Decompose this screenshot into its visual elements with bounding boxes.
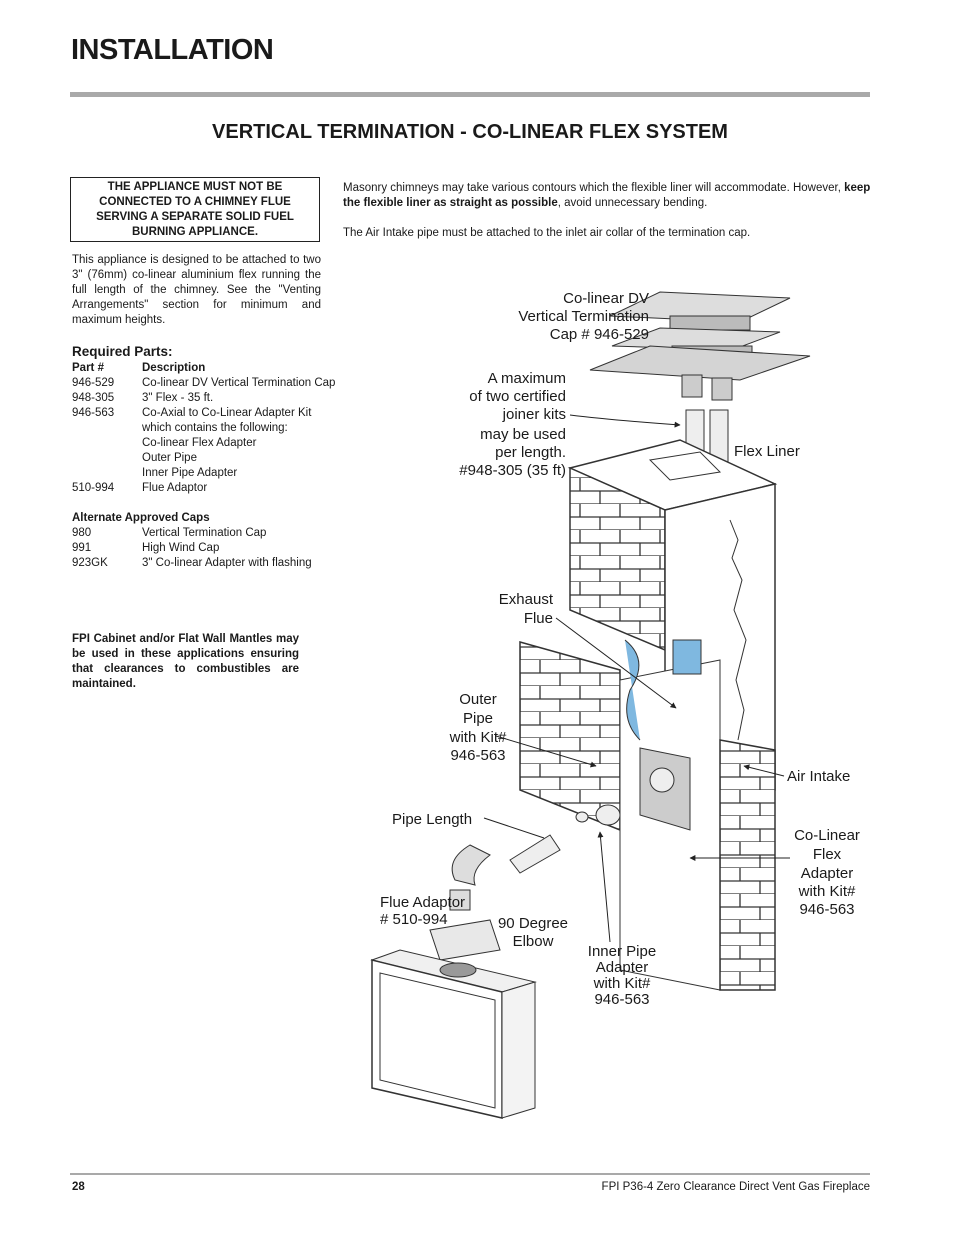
col-desc-header: Description (142, 362, 206, 374)
section-title: VERTICAL TERMINATION - CO-LINEAR FLEX SY… (212, 121, 728, 143)
label-adapter-line5: 946-563 (799, 901, 854, 918)
part-desc: Co-Axial to Co-Linear Adapter Kit (142, 407, 312, 419)
label-elbow-line1: 90 Degree (498, 915, 568, 932)
footer-title: FPI P36-4 Zero Clearance Direct Vent Gas… (601, 1181, 870, 1193)
label-flue-line1: Flue Adaptor (380, 894, 465, 911)
list-item: 946-563 Co-Axial to Co-Linear Adapter Kit (72, 406, 335, 421)
label-adapter-line2: Flex (813, 846, 842, 863)
part-number: 948-305 (72, 392, 115, 404)
termination-cap (589, 291, 811, 401)
part-desc: Co-linear DV Vertical Termination Cap (142, 377, 336, 389)
label-joiner-line6: #948-305 (35 ft) (459, 462, 566, 479)
list-item: 923GK 3" Co-linear Adapter with flashing (72, 556, 335, 571)
part-desc: 3" Flex - 35 ft. (142, 392, 214, 404)
list-item: 946-529 Co-linear DV Vertical Termination… (72, 376, 335, 391)
part-number: 946-529 (72, 377, 115, 389)
list-item: 948-305 3" Flex - 35 ft. (72, 391, 335, 406)
label-exhaust-line2: Flue (524, 610, 553, 627)
part-number: 923GK (72, 557, 108, 569)
list-item: 980 Vertical Termination Cap (72, 526, 335, 541)
label-adapter-line3: Adapter (801, 865, 854, 882)
warning-box: THE APPLIANCE MUST NOT BE CONNECTED TO A… (70, 177, 320, 242)
parts-header-row: Part # Description (72, 361, 335, 376)
intro-paragraph: This appliance is designed to be attache… (72, 254, 321, 326)
label-elbow-line2: Elbow (513, 933, 554, 950)
right-column-text: Masonry chimneys may take various contou… (343, 181, 873, 256)
label-joiner-line4: may be used (480, 426, 566, 443)
contour-paragraph: Masonry chimneys may take various contou… (343, 181, 873, 211)
label-flex-liner: Flex Liner (734, 443, 800, 460)
horizontal-venting (429, 804, 621, 961)
part-number: 946-563 (72, 407, 115, 419)
list-item: 510-994 Flue Adaptor (72, 481, 335, 496)
part-number (72, 421, 142, 436)
part-number (72, 436, 142, 451)
label-outer-line1: Outer (459, 691, 497, 708)
label-outer-line3: with Kit# (449, 729, 507, 746)
col-part-header: Part # (72, 362, 104, 374)
diagram-labels: Co-linear DV Vertical Termination Cap # … (380, 290, 860, 1008)
list-item: Co-linear Flex Adapter (72, 436, 335, 451)
list-item: Inner Pipe Adapter (72, 466, 335, 481)
label-pipe-length: Pipe Length (392, 811, 472, 828)
text-run: , avoid unnecessary bending. (557, 197, 708, 209)
part-number (72, 466, 142, 481)
part-desc: High Wind Cap (142, 542, 220, 554)
label-inner-line2: Adapter (596, 959, 649, 976)
emphasis-text: keep the flexible liner as straight as p… (343, 182, 871, 209)
label-outer-line4: 946-563 (450, 747, 505, 764)
part-number: 510-994 (72, 482, 115, 494)
label-cap-line2: Vertical Termination (518, 308, 649, 325)
air-intake-paragraph: The Air Intake pipe must be attached to … (343, 227, 751, 239)
part-desc: 3" Co-linear Adapter with flashing (142, 557, 312, 569)
label-flue-line2: # 510-994 (380, 911, 448, 928)
label-cap-line1: Co-linear DV (563, 290, 649, 307)
part-desc: Outer Pipe (142, 452, 197, 464)
label-exhaust-line1: Exhaust (499, 591, 554, 608)
part-desc: Vertical Termination Cap (142, 527, 267, 539)
footer-rule (70, 1173, 870, 1175)
label-cap-line3: Cap # 946-529 (550, 326, 649, 343)
text-run: Masonry chimneys may take various contou… (343, 182, 845, 194)
label-inner-line3: with Kit# (593, 975, 651, 992)
alternate-caps-heading: Alternate Approved Caps (72, 512, 210, 524)
label-inner-line4: 946-563 (594, 991, 649, 1008)
part-number: 980 (72, 527, 92, 539)
venting-diagram: Co-linear DV Vertical Termination Cap # … (370, 290, 860, 1119)
parts-list: Part # Description 946-529 Co-linear DV V… (72, 361, 335, 571)
part-desc: Flue Adaptor (142, 482, 208, 494)
fireplace (370, 949, 537, 1119)
part-number: 991 (72, 542, 92, 554)
label-adapter-line1: Co-Linear (794, 827, 860, 844)
label-adapter-line4: with Kit# (798, 883, 856, 900)
part-desc: which contains the following: (142, 422, 288, 434)
page-title: INSTALLATION (71, 34, 274, 66)
page-number: 28 (72, 1181, 85, 1193)
part-desc: Inner Pipe Adapter (142, 467, 238, 479)
label-joiner-line2: of two certified (469, 388, 566, 405)
label-joiner-line1: A maximum (488, 370, 566, 387)
part-desc: Co-linear Flex Adapter (142, 437, 257, 449)
label-joiner-line5: per length. (495, 444, 566, 461)
header-rule (70, 92, 870, 97)
label-inner-line1: Inner Pipe (588, 943, 656, 960)
label-outer-line2: Pipe (463, 710, 493, 727)
list-item: Outer Pipe (72, 451, 335, 466)
mantle-note: FPI Cabinet and/or Flat Wall Mantles may… (72, 633, 299, 690)
label-air-intake: Air Intake (787, 768, 850, 785)
list-item: 991 High Wind Cap (72, 541, 335, 556)
required-parts-heading: Required Parts: (72, 344, 173, 359)
label-joiner-line3: joiner kits (502, 406, 566, 423)
list-item: which contains the following: (72, 421, 335, 436)
masonry-wall (519, 639, 776, 991)
part-number (72, 451, 142, 466)
